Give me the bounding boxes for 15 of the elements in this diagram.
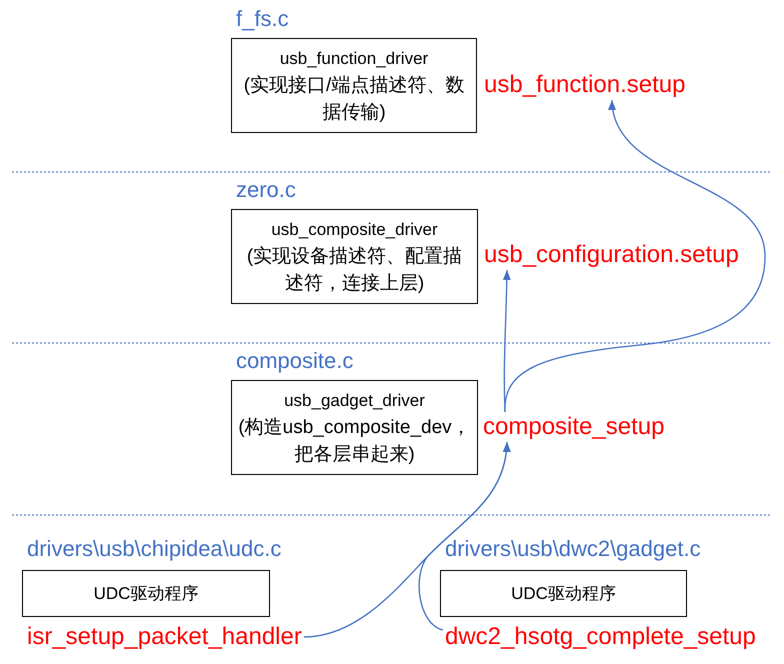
file-name: drivers\usb\dwc2\gadget.c (445, 535, 701, 563)
description-text: (实现设备描述符、配置描述符，连接上层) (246, 245, 464, 296)
file-name: composite.c (236, 347, 354, 375)
description-text: (构造usb_composite_dev，把各层串起来) (237, 416, 472, 467)
driver-name: UDC驱动程序 (511, 583, 616, 605)
description-text: (实现接口/端点描述符、数据传输) (242, 74, 466, 125)
file-name: drivers\usb\chipidea\udc.c (27, 535, 282, 563)
driver-name: usb_function_driver (280, 48, 428, 70)
driver-name: usb_gadget_driver (284, 390, 425, 412)
arrow (418, 442, 510, 631)
driver-name: UDC驱动程序 (94, 583, 198, 605)
file-name: f_fs.c (236, 5, 289, 33)
driver-name: usb_composite_driver (271, 219, 438, 241)
file-name: zero.c (236, 176, 296, 204)
arrow (504, 100, 766, 412)
